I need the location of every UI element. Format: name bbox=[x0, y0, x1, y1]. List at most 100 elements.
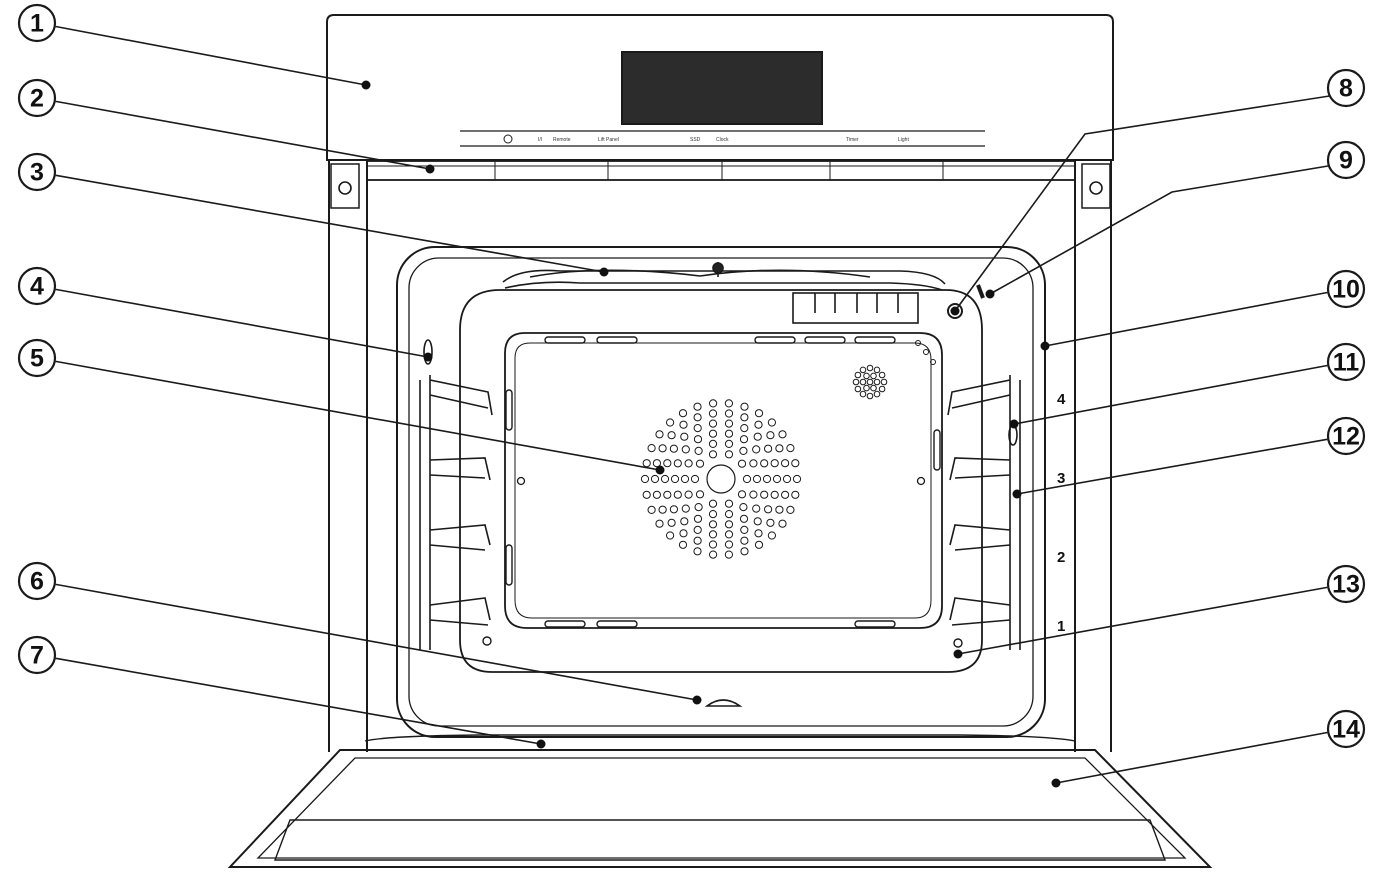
callout-number: 2 bbox=[30, 85, 44, 113]
fan-hole bbox=[694, 503, 703, 512]
fan-cover bbox=[640, 399, 802, 559]
bottom-element-cover bbox=[704, 699, 743, 707]
fan-hole bbox=[740, 547, 749, 556]
fan-hole bbox=[669, 444, 679, 453]
fan-hole bbox=[754, 540, 764, 549]
callout-leader bbox=[55, 100, 431, 170]
fan-hole bbox=[708, 540, 718, 549]
fan-hole bbox=[693, 547, 702, 556]
callout-circle bbox=[1326, 68, 1366, 108]
fan-hole bbox=[642, 490, 651, 499]
fan-hole bbox=[693, 525, 702, 535]
vent-hole bbox=[866, 364, 874, 372]
vent-hole bbox=[854, 371, 862, 379]
fan-hole bbox=[670, 474, 680, 484]
fan-hole bbox=[655, 519, 664, 528]
vent-hole bbox=[863, 384, 870, 392]
fan-hole bbox=[724, 419, 734, 428]
callout-circle bbox=[1326, 564, 1366, 604]
fan-hole bbox=[770, 490, 779, 499]
callout-circle bbox=[1326, 416, 1366, 456]
fan-hole bbox=[724, 439, 734, 448]
callout-number: 3 bbox=[30, 159, 44, 187]
callout-circle bbox=[1326, 342, 1366, 382]
callout-target-dot bbox=[655, 465, 665, 475]
callout-circle bbox=[17, 78, 57, 118]
callout-number: 5 bbox=[30, 345, 44, 373]
callout-number: 9 bbox=[1339, 147, 1353, 175]
vent-hole bbox=[863, 372, 870, 380]
callout-target-dot bbox=[423, 352, 433, 362]
shelf-level-label: 1 bbox=[1057, 618, 1065, 635]
fan-hole bbox=[708, 530, 718, 539]
callout-target-dot bbox=[692, 695, 702, 705]
oven-cavity bbox=[459, 289, 983, 673]
fan-hole bbox=[695, 459, 705, 468]
fan-hole bbox=[724, 409, 734, 418]
fan-hole bbox=[724, 450, 734, 459]
panel-label: Light bbox=[898, 137, 909, 143]
fan-hole bbox=[708, 450, 718, 459]
fan-hole bbox=[767, 531, 777, 540]
callout-leader bbox=[1044, 291, 1328, 347]
callout-circle bbox=[17, 3, 57, 43]
callout-circle bbox=[17, 635, 57, 675]
fan-hole bbox=[742, 474, 752, 484]
fan-hole bbox=[709, 550, 718, 559]
callout-marker: 2 bbox=[17, 78, 57, 118]
fan-hole bbox=[740, 424, 749, 433]
fan-hole bbox=[658, 444, 667, 453]
panel-label: Timer bbox=[846, 137, 859, 143]
callout-circle bbox=[17, 338, 57, 378]
fan-hole bbox=[650, 474, 660, 484]
callout-number: 10 bbox=[1332, 276, 1360, 304]
left-screw-hole bbox=[338, 181, 352, 195]
vent-hole bbox=[859, 378, 867, 386]
callout-target-dot bbox=[950, 306, 960, 316]
fan-hole bbox=[708, 429, 718, 438]
vent-hole bbox=[873, 378, 881, 386]
callout-target-dot bbox=[1040, 341, 1050, 351]
fan-hole bbox=[754, 420, 763, 429]
callout-leader bbox=[954, 95, 1330, 312]
fan-hole bbox=[737, 490, 747, 499]
callout-marker: 6 bbox=[17, 561, 57, 601]
fan-hole bbox=[764, 505, 773, 514]
vent-hole bbox=[852, 378, 860, 386]
callout-circle bbox=[1326, 709, 1366, 749]
callout-number: 4 bbox=[30, 273, 44, 301]
fan-hole bbox=[660, 474, 670, 484]
fan-hole bbox=[708, 520, 718, 529]
right-rack bbox=[947, 375, 1021, 650]
callout-target-dot bbox=[985, 289, 995, 299]
fan-hole bbox=[778, 519, 787, 528]
fan-hole bbox=[791, 459, 800, 468]
shelf-level-label: 3 bbox=[1057, 470, 1065, 487]
fan-hole bbox=[640, 474, 650, 484]
vent-hole bbox=[870, 372, 877, 380]
display-screen bbox=[621, 51, 823, 125]
vent-hole bbox=[866, 378, 874, 386]
right-screw-hole bbox=[1089, 181, 1103, 195]
callout-target-dot bbox=[425, 164, 435, 174]
vent-hole bbox=[873, 366, 881, 374]
fan-hole bbox=[775, 505, 784, 514]
fan-hole bbox=[680, 517, 689, 526]
fan-hole bbox=[760, 490, 769, 499]
callout-leader bbox=[55, 583, 698, 701]
fan-hole bbox=[772, 474, 782, 484]
callout-number: 8 bbox=[1339, 75, 1353, 103]
callout-number: 6 bbox=[30, 568, 44, 596]
fan-hole bbox=[693, 424, 702, 433]
fan-hole bbox=[667, 431, 676, 440]
callout-leader bbox=[55, 288, 429, 358]
fan-hole bbox=[737, 459, 747, 468]
fan-hole bbox=[663, 490, 672, 499]
callout-marker: 5 bbox=[17, 338, 57, 378]
door-contact-switch bbox=[976, 284, 985, 299]
shelf-level-label: 4 bbox=[1057, 391, 1066, 408]
callout-marker: 7 bbox=[17, 635, 57, 675]
fan-hole bbox=[775, 444, 784, 453]
callout-number: 13 bbox=[1332, 571, 1360, 599]
